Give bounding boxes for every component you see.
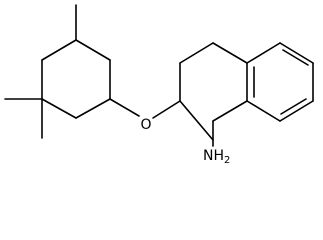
bond bbox=[41, 39, 77, 61]
benzene-ring bbox=[212, 42, 314, 122]
oxygen-atom-label: O bbox=[140, 117, 151, 133]
bond bbox=[246, 42, 281, 64]
amine-atom-label: NH2 bbox=[203, 148, 230, 166]
bond bbox=[179, 100, 214, 141]
bond-oxygen-to-ring bbox=[152, 100, 181, 119]
bond bbox=[75, 98, 111, 119]
bond-ring-to-oxygen bbox=[109, 98, 140, 117]
bond bbox=[212, 42, 248, 64]
bond bbox=[75, 39, 111, 61]
double-bond-inner bbox=[280, 98, 307, 115]
amine-label-main: NH bbox=[203, 148, 224, 164]
bond bbox=[179, 42, 214, 64]
double-bond-inner bbox=[282, 49, 309, 66]
bond-ring-fusion bbox=[212, 100, 248, 122]
bond bbox=[279, 100, 314, 122]
methyl-substituents bbox=[4, 4, 77, 139]
amine-label-subscript: 2 bbox=[224, 155, 230, 166]
cyclohexyl-ring bbox=[41, 39, 111, 119]
bond bbox=[41, 98, 77, 119]
bond bbox=[246, 100, 281, 122]
ether-linkage: O bbox=[109, 98, 181, 133]
amine-group: NH2 bbox=[203, 120, 230, 166]
tetrahydro-ring bbox=[179, 42, 248, 141]
molecule-structure-diagram: O NH2 bbox=[4, 4, 314, 166]
bond bbox=[279, 42, 314, 64]
